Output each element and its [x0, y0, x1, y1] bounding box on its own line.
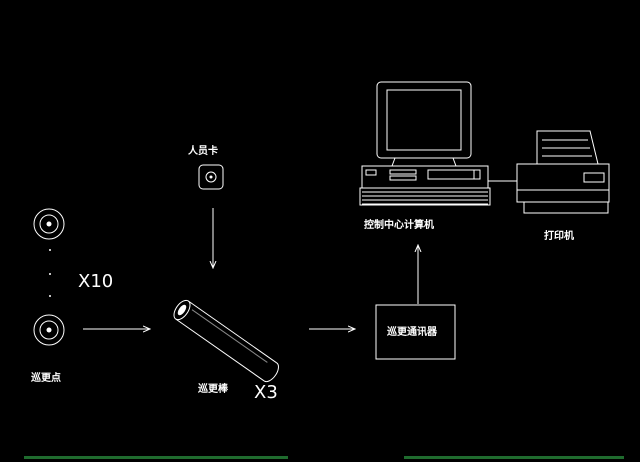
printer-label: 打印机 [544, 229, 574, 242]
computer-label: 控制中心计算机 [364, 218, 434, 231]
checkpoint-bottom-icon [33, 314, 65, 346]
checkpoint-label: 巡更点 [31, 371, 61, 384]
staff-card-icon [198, 164, 224, 190]
ellipsis-dots [49, 249, 51, 297]
computer-icon [359, 81, 491, 206]
checkpoint-top-icon [33, 208, 65, 240]
patrol-stick-multiplier: X3 [254, 382, 278, 403]
ground-strip-right [404, 456, 624, 459]
staff-card-label: 人员卡 [188, 144, 218, 157]
patrol-stick-label: 巡更棒 [198, 382, 229, 395]
ground-strip-left [24, 456, 288, 459]
communicator-label: 巡更通讯器 [387, 325, 438, 338]
communicator-box [375, 304, 456, 360]
printer-icon [516, 130, 610, 214]
patrol-stick-icon [173, 299, 279, 383]
checkpoint-multiplier: X10 [78, 271, 113, 292]
